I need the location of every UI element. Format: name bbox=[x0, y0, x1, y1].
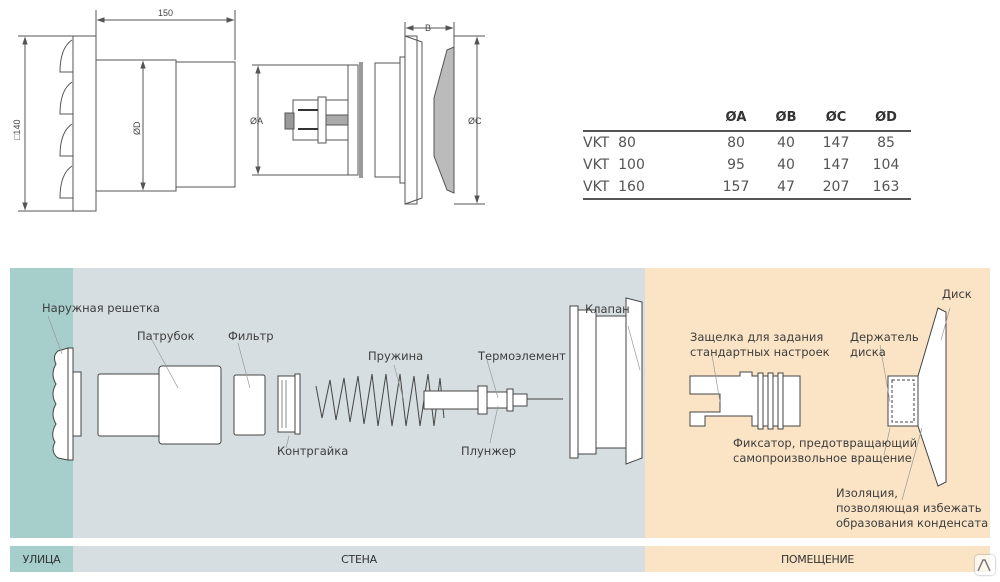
side-view-drawing: 150 □140 ØD bbox=[12, 8, 236, 212]
a-cell: 95 bbox=[727, 157, 745, 173]
disc-part bbox=[917, 307, 947, 487]
label-fixer-line1: Фиксатор, предотвращающий bbox=[733, 436, 918, 450]
c-cell: 207 bbox=[822, 179, 850, 195]
label-pipe: Патрубок bbox=[137, 329, 195, 343]
dim-c-label: ØC bbox=[468, 116, 482, 126]
plunger-part bbox=[423, 390, 481, 410]
valve-part bbox=[569, 305, 579, 459]
b-cell: 47 bbox=[777, 179, 795, 195]
model-cell: VKT 80 bbox=[583, 135, 636, 151]
dim-150-label: 150 bbox=[158, 8, 173, 18]
label-insulation-line3: образования конденсата bbox=[836, 516, 989, 530]
label-insulation-line1: Изоляция, bbox=[836, 486, 898, 500]
table-row: VKT 80 80 40 147 85 bbox=[583, 132, 911, 154]
label-latch-line1: Защелка для задания bbox=[690, 330, 824, 344]
exploded-view bbox=[47, 297, 951, 501]
outer-grille bbox=[52, 347, 69, 461]
dim-d-label: ØD bbox=[132, 121, 142, 135]
label-fixer-line2: самопроизвольное вращение bbox=[733, 451, 912, 465]
table-header-a: ØA bbox=[725, 110, 747, 125]
label-disc-holder-line1: Держатель bbox=[850, 330, 919, 344]
label-filter: Фильтр bbox=[228, 329, 274, 343]
c-cell: 147 bbox=[822, 157, 850, 173]
dimension-table: ØA ØB ØC ØD VKT 80 80 40 147 85 VKT 100 … bbox=[583, 110, 911, 200]
dim-b-label: B bbox=[425, 23, 431, 33]
table-row: VKT 160 157 47 207 163 bbox=[583, 176, 911, 200]
label-fixer: Фиксатор, предотвращающий самопроизвольн… bbox=[733, 436, 917, 466]
table-row: VKT 100 95 40 147 104 bbox=[583, 154, 911, 176]
valve-view-drawing: ØA B ØC bbox=[250, 22, 485, 205]
c-cell: 147 bbox=[822, 135, 850, 151]
a-cell: 80 bbox=[727, 135, 745, 151]
b-cell: 40 bbox=[777, 157, 795, 173]
table-header: ØA ØB ØC ØD bbox=[583, 110, 911, 132]
label-disc-holder-line2: диска bbox=[850, 345, 886, 359]
d-cell: 85 bbox=[877, 135, 895, 151]
dim-square-label: □140 bbox=[12, 120, 22, 140]
label-latch-line2: стандартных настроек bbox=[690, 345, 830, 359]
label-insulation-line2: позволяющая избежать bbox=[836, 501, 982, 515]
table-header-d: ØD bbox=[875, 110, 897, 125]
dim-a-label: ØA bbox=[250, 116, 263, 126]
disc-holder-part bbox=[887, 375, 919, 427]
watermark-logo-icon bbox=[975, 555, 995, 575]
model-cell: VKT 160 bbox=[583, 179, 645, 195]
label-valve: Клапан bbox=[585, 302, 630, 316]
label-outer-grille: Наружная решетка bbox=[42, 301, 160, 315]
b-cell: 40 bbox=[777, 135, 795, 151]
model-cell: VKT 100 bbox=[583, 157, 645, 173]
filter-part bbox=[233, 374, 266, 436]
table-header-b: ØB bbox=[775, 110, 797, 125]
label-disc-holder: Держатель диска bbox=[850, 330, 919, 360]
label-thermo-element: Термоэлемент bbox=[478, 349, 566, 363]
spring-part bbox=[315, 373, 445, 427]
band-street: УЛИЦА bbox=[10, 546, 73, 572]
d-cell: 104 bbox=[872, 157, 900, 173]
label-disc: Диск bbox=[942, 287, 972, 301]
table-header-c: ØC bbox=[825, 110, 847, 125]
d-cell: 163 bbox=[872, 179, 900, 195]
label-latch: Защелка для задания стандартных настроек bbox=[690, 330, 830, 360]
label-locknut: Контргайка bbox=[277, 444, 349, 458]
label-spring: Пружина bbox=[368, 349, 424, 363]
label-insulation: Изоляция, позволяющая избежать образован… bbox=[836, 486, 988, 531]
band-room: ПОМЕЩЕНИЕ bbox=[645, 546, 990, 572]
pipe-part bbox=[97, 373, 161, 437]
a-cell: 157 bbox=[722, 179, 750, 195]
band-wall: СТЕНА bbox=[73, 546, 645, 572]
table-header-model bbox=[583, 110, 711, 130]
label-plunger: Плунжер bbox=[461, 444, 517, 458]
